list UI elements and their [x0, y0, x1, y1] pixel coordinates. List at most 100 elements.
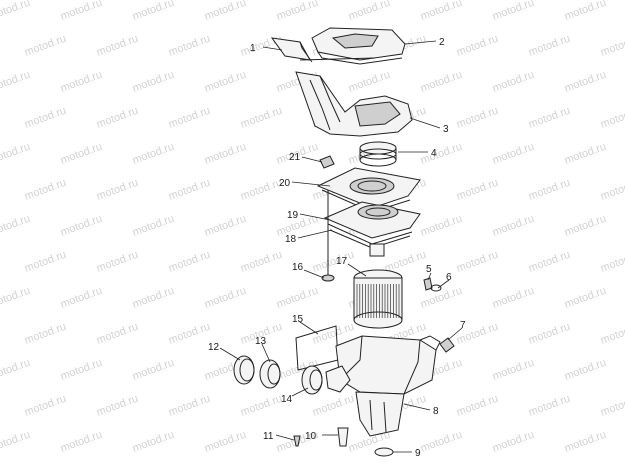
watermark-text: motod.ru	[311, 393, 356, 419]
watermark-text: motod.ru	[23, 321, 68, 347]
watermark-text: motod.ru	[599, 33, 625, 59]
watermark-text: motod.ru	[491, 429, 536, 455]
part-19-housing-lid	[323, 201, 421, 239]
callout-8: 8	[433, 406, 439, 417]
watermark-text: motod.ru	[455, 393, 500, 419]
watermark-text: motod.ru	[455, 177, 500, 203]
watermark-text: motod.ru	[455, 249, 500, 275]
watermark-text: motod.ru	[59, 213, 104, 239]
part-3-intake-duct	[295, 71, 413, 137]
callout-5: 5	[426, 264, 432, 275]
part-5-bolt	[423, 277, 433, 291]
watermark-text: motod.ru	[59, 429, 104, 455]
watermark-text: motod.ru	[0, 141, 32, 167]
watermark-text: motod.ru	[59, 69, 104, 95]
part-16-grommet	[321, 190, 335, 282]
watermark-text: motod.ru	[527, 33, 572, 59]
watermark-text: motod.ru	[59, 0, 104, 23]
callout-9: 9	[415, 448, 421, 459]
watermark-text: motod.ru	[563, 285, 608, 311]
watermark-text: motod.ru	[455, 33, 500, 59]
watermark-text: motod.ru	[239, 105, 284, 131]
watermark-text: motod.ru	[23, 105, 68, 131]
watermark-text: motod.ru	[563, 213, 608, 239]
watermark-text: motod.ru	[0, 429, 32, 455]
watermark-text: motod.ru	[203, 0, 248, 23]
watermark-text: motod.ru	[131, 429, 176, 455]
callout-21: 21	[289, 152, 301, 163]
watermark-text: motod.ru	[131, 0, 176, 23]
watermark-text: motod.ru	[0, 0, 32, 23]
part-11-small-screw	[293, 435, 301, 447]
watermark-text: motod.ru	[599, 249, 625, 275]
part-12-clamp-ring	[233, 355, 255, 385]
watermark-text: motod.ru	[95, 249, 140, 275]
callout-4: 4	[431, 148, 437, 159]
watermark-text: motod.ru	[491, 357, 536, 383]
watermark-text: motod.ru	[0, 285, 32, 311]
watermark-text: motod.ru	[59, 357, 104, 383]
watermark-text: motod.ru	[59, 285, 104, 311]
callout-14: 14	[281, 394, 293, 405]
watermark-text: motod.ru	[455, 105, 500, 131]
watermark-text: motod.ru	[599, 321, 625, 347]
watermark-text: motod.ru	[563, 0, 608, 23]
watermark-text: motod.ru	[167, 393, 212, 419]
watermark-text: motod.ru	[419, 213, 464, 239]
callout-3: 3	[443, 124, 449, 135]
watermark-text: motod.ru	[275, 285, 320, 311]
watermark-text: motod.ru	[0, 357, 32, 383]
watermark-text: motod.ru	[167, 321, 212, 347]
leader-lines	[219, 40, 463, 453]
watermark-text: motod.ru	[527, 249, 572, 275]
watermark-text: motod.ru	[167, 249, 212, 275]
watermark-text: motod.ru	[23, 393, 68, 419]
part-2-intake-cover	[311, 27, 406, 65]
part-13-seal-ring	[259, 359, 281, 389]
watermark-text: motod.ru	[491, 213, 536, 239]
watermark-text: motod.ru	[599, 177, 625, 203]
callout-20: 20	[279, 178, 291, 189]
watermark-text: motod.ru	[527, 321, 572, 347]
part-9-drain-cap	[374, 447, 394, 457]
watermark-text: motod.ru	[239, 393, 284, 419]
watermark-text: motod.ru	[167, 105, 212, 131]
watermark-text: motod.ru	[95, 33, 140, 59]
part-6-washer	[430, 284, 442, 292]
watermark-text: motod.ru	[563, 141, 608, 167]
callout-12: 12	[208, 342, 220, 353]
callout-6: 6	[446, 272, 452, 283]
callout-18: 18	[285, 234, 297, 245]
watermark-text: motod.ru	[563, 429, 608, 455]
watermark-text: motod.ru	[203, 141, 248, 167]
callout-13: 13	[255, 336, 267, 347]
watermark-text: motod.ru	[23, 33, 68, 59]
callout-16: 16	[292, 262, 304, 273]
watermark-text: motod.ru	[419, 0, 464, 23]
callout-7: 7	[460, 320, 466, 331]
watermark-text: motod.ru	[491, 285, 536, 311]
watermark-text: motod.ru	[131, 213, 176, 239]
watermark-text: motod.ru	[311, 249, 356, 275]
watermark-text: motod.ru	[527, 105, 572, 131]
watermark-text: motod.ru	[167, 33, 212, 59]
part-21-clip	[319, 155, 335, 169]
watermark-text: motod.ru	[419, 141, 464, 167]
watermark-text: motod.ru	[563, 69, 608, 95]
callout-labels: 1 2 3 4 5 6 7 8 9 10 11 12 13 14 15 16 1…	[208, 37, 466, 459]
watermark-text: motod.ru	[95, 321, 140, 347]
part-17-filter-element	[353, 269, 403, 329]
callout-10: 10	[305, 431, 317, 442]
part-18-gasket	[327, 223, 413, 257]
watermark-text: motod.ru	[203, 429, 248, 455]
part-4-coupling	[359, 141, 397, 167]
watermark-text: motod.ru	[275, 0, 320, 23]
part-10-screw	[337, 427, 349, 447]
watermark-text: motod.ru	[239, 177, 284, 203]
watermark-text: motod.ru	[347, 0, 392, 23]
watermark-text: motod.ru	[0, 69, 32, 95]
watermark-text: motod.ru	[239, 249, 284, 275]
watermark-text: motod.ru	[203, 285, 248, 311]
watermark-text: motod.ru	[347, 69, 392, 95]
